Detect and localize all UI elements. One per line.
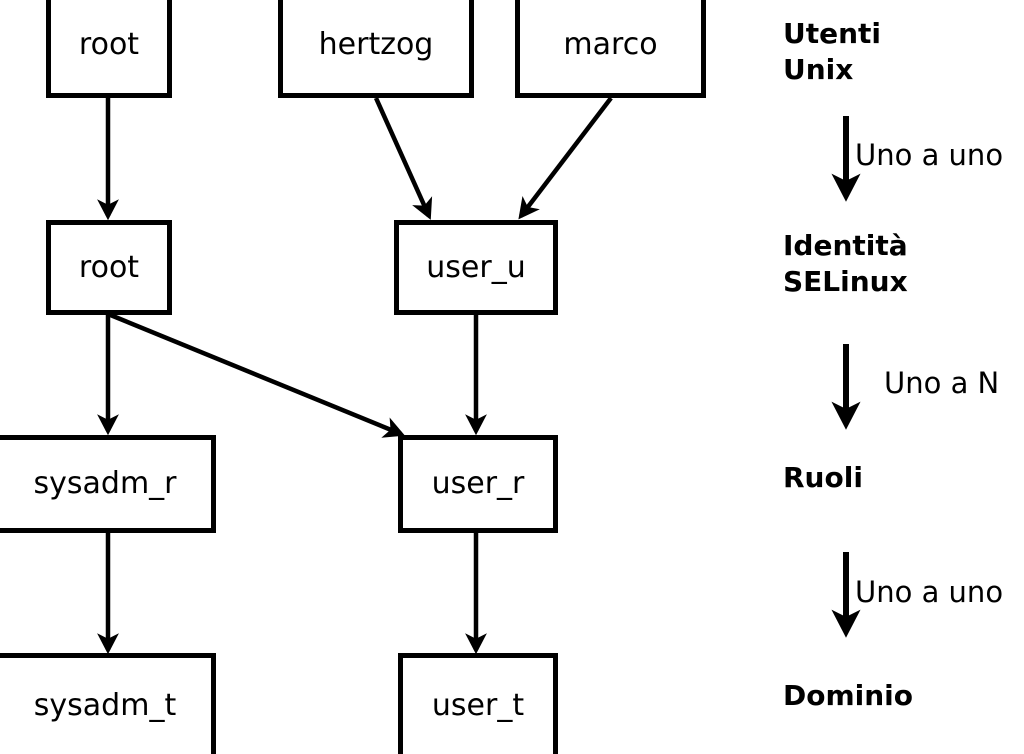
edge-hertzog-to-user-u <box>373 97 433 220</box>
legend-edge-label-one-to-one-identity: Uno a uno <box>855 138 1004 172</box>
legend-level-selinux-identity: Identità SELinux <box>783 229 908 298</box>
node-role-sysadm-r-label: sysadm_r <box>33 466 177 501</box>
node-role-user-r-label: user_r <box>431 466 525 501</box>
node-unix-marco-label: marco <box>563 27 658 62</box>
node-role-user-r[interactable]: user_r <box>398 435 558 533</box>
node-domain-user-t-label: user_t <box>431 688 525 723</box>
legend-edge-label-one-to-n-roles: Uno a N <box>884 366 1000 400</box>
edge-marco-to-user-u <box>518 96 613 220</box>
node-domain-sysadm-t[interactable]: sysadm_t <box>0 653 216 754</box>
edge-identity-root-to-user-r <box>107 311 405 438</box>
node-unix-marco[interactable]: marco <box>515 0 706 98</box>
node-unix-hertzog[interactable]: hertzog <box>278 0 474 98</box>
node-unix-root-label: root <box>78 27 140 62</box>
node-identity-root-label: root <box>78 249 140 285</box>
legend-level-roles: Ruoli <box>783 461 863 494</box>
node-identity-root[interactable]: root <box>46 220 172 315</box>
legend-edge-label-one-to-one-domain: Uno a uno <box>855 575 1004 609</box>
node-role-sysadm-r[interactable]: sysadm_r <box>0 435 216 533</box>
node-identity-user-u[interactable]: user_u <box>394 220 558 315</box>
legend-level-domain: Dominio <box>783 679 914 712</box>
node-unix-hertzog-label: hertzog <box>318 27 434 62</box>
node-domain-sysadm-t-label: sysadm_t <box>33 688 177 723</box>
node-domain-user-t[interactable]: user_t <box>398 653 558 754</box>
node-unix-root[interactable]: root <box>46 0 172 98</box>
legend-level-unix-users: Utenti Unix <box>783 17 882 86</box>
node-identity-user-u-label: user_u <box>426 249 526 285</box>
